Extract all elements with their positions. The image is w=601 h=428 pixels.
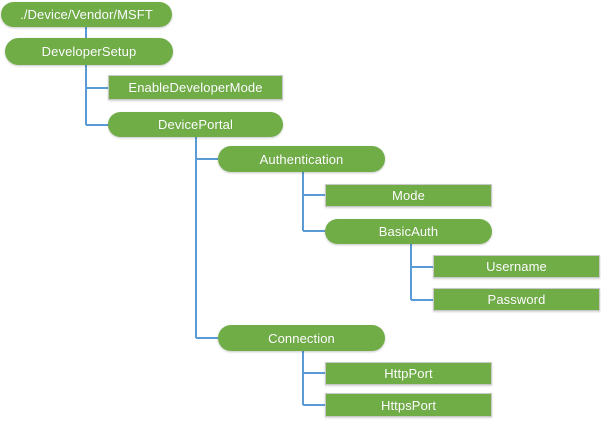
node-device-portal[interactable]: DevicePortal [108, 112, 283, 137]
node-root[interactable]: ./Device/Vendor/MSFT [1, 2, 172, 27]
node-password[interactable]: Password [433, 288, 600, 311]
node-developer-setup[interactable]: DeveloperSetup [5, 38, 173, 65]
node-authentication[interactable]: Authentication [218, 146, 385, 172]
node-connection[interactable]: Connection [218, 325, 385, 351]
node-username[interactable]: Username [433, 255, 600, 278]
node-mode[interactable]: Mode [325, 184, 492, 207]
node-enable-developer-mode[interactable]: EnableDeveloperMode [108, 75, 283, 100]
node-http-port[interactable]: HttpPort [325, 362, 492, 385]
node-basic-auth[interactable]: BasicAuth [325, 219, 492, 244]
node-https-port[interactable]: HttpsPort [325, 393, 492, 417]
